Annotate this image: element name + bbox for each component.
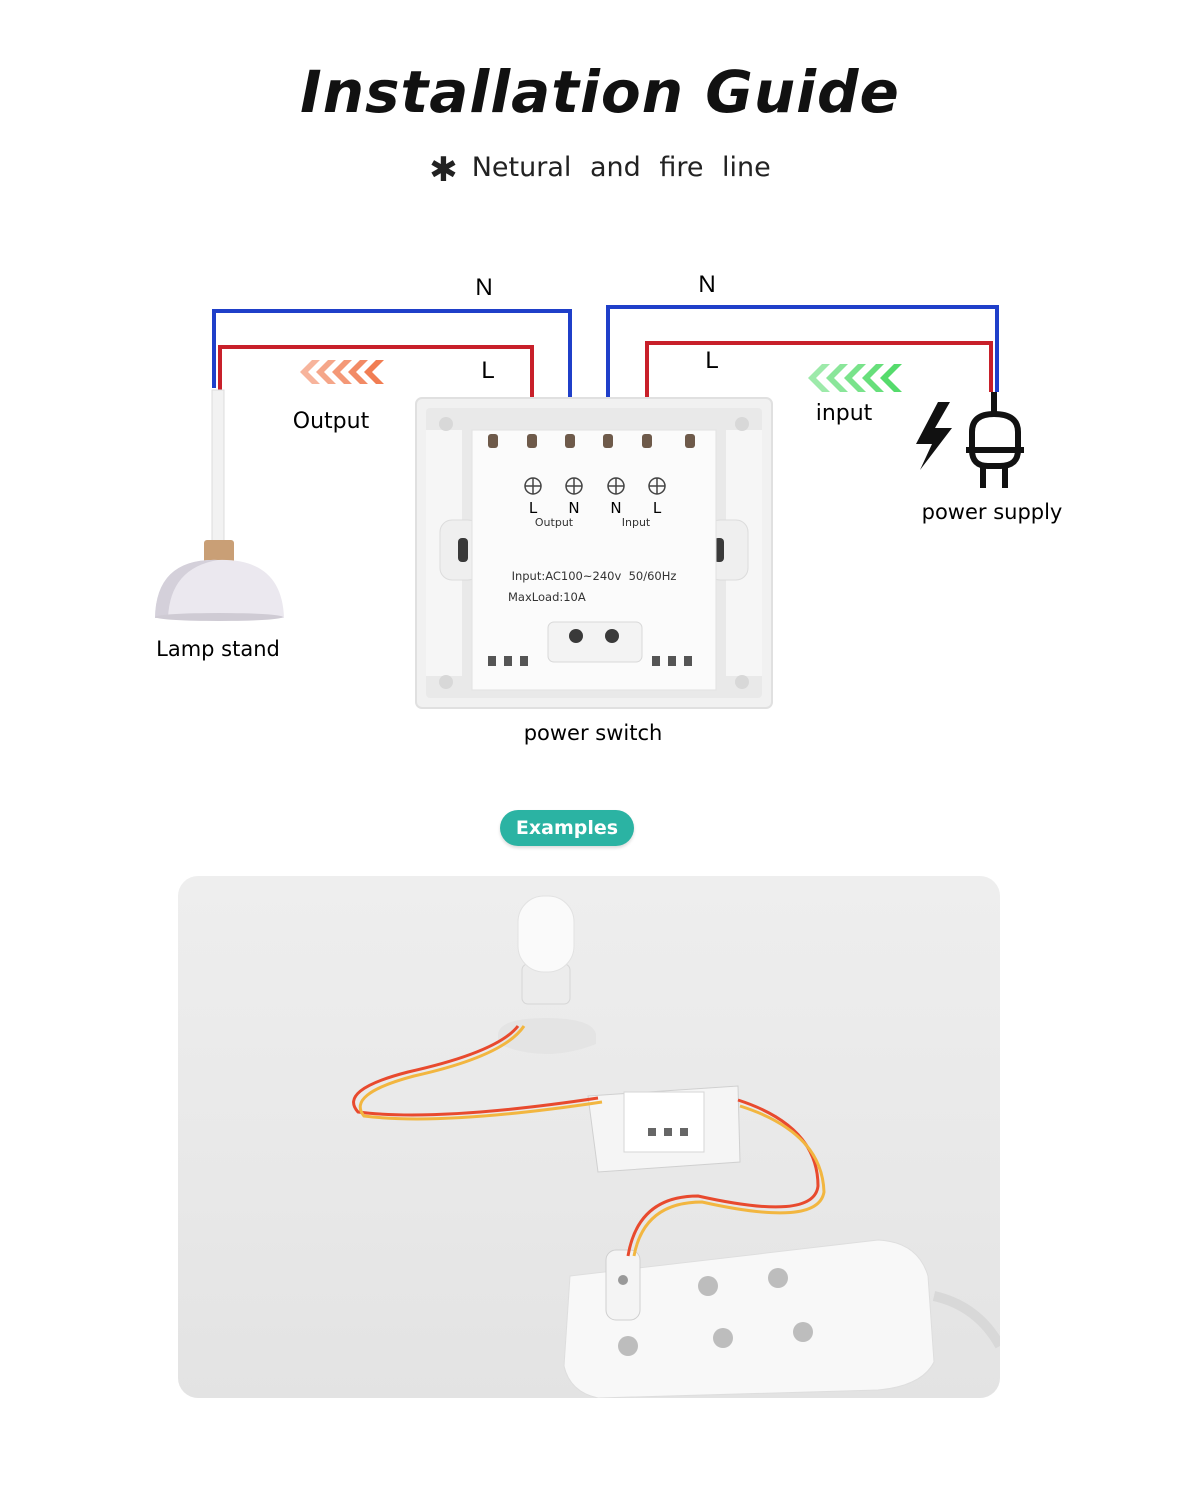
terminal-group-output: Output xyxy=(535,516,574,529)
lightning-icon xyxy=(916,402,952,470)
lamp-icon xyxy=(155,389,284,621)
output-arrows-icon xyxy=(300,360,384,384)
spec-input-text: Input:AC100~240v 50/60Hz xyxy=(512,569,677,583)
example-photo-illustration xyxy=(352,895,1000,1398)
terminal-label-1: L xyxy=(529,499,538,517)
power-strip xyxy=(563,1239,1000,1398)
switch-module xyxy=(587,1085,741,1173)
live-label-right: L xyxy=(705,347,718,374)
power-supply-label: power supply xyxy=(922,500,1063,524)
live-wire-output xyxy=(218,345,534,440)
examples-badge: Examples xyxy=(500,810,634,846)
output-label: Output xyxy=(293,409,370,434)
plug-icon xyxy=(966,392,1024,488)
neutral-wire-output xyxy=(212,309,572,440)
neutral-label-left: N xyxy=(475,274,492,301)
lamp-label: Lamp stand xyxy=(156,637,280,661)
input-arrows-icon xyxy=(808,364,902,392)
page-subtitle: ✱ Netural and fire line xyxy=(0,150,1200,190)
example-wires xyxy=(352,1025,826,1257)
power-switch-label: power switch xyxy=(524,721,663,745)
subtitle-text: Netural and fire line xyxy=(471,152,771,183)
switch-back-plate xyxy=(415,397,773,709)
terminal-label-2: N xyxy=(568,499,579,517)
wiring-diagram: N N L L Output input xyxy=(155,271,1063,745)
live-wire-input xyxy=(645,341,993,440)
example-installation-photo xyxy=(178,876,1000,1398)
spec-maxload-text: MaxLoad:10A xyxy=(508,590,586,604)
asterisk-icon: ✱ xyxy=(429,150,458,190)
terminal-label-3: N xyxy=(610,499,621,517)
input-label: input xyxy=(816,401,873,426)
bulb-icon xyxy=(498,895,596,1054)
terminal-label-4: L xyxy=(653,499,662,517)
terminal-group-input: Input xyxy=(622,516,651,529)
live-label-left: L xyxy=(481,357,494,384)
neutral-label-right: N xyxy=(698,271,715,298)
neutral-wire-input xyxy=(606,305,999,440)
page-title: Installation Guide xyxy=(300,58,900,126)
